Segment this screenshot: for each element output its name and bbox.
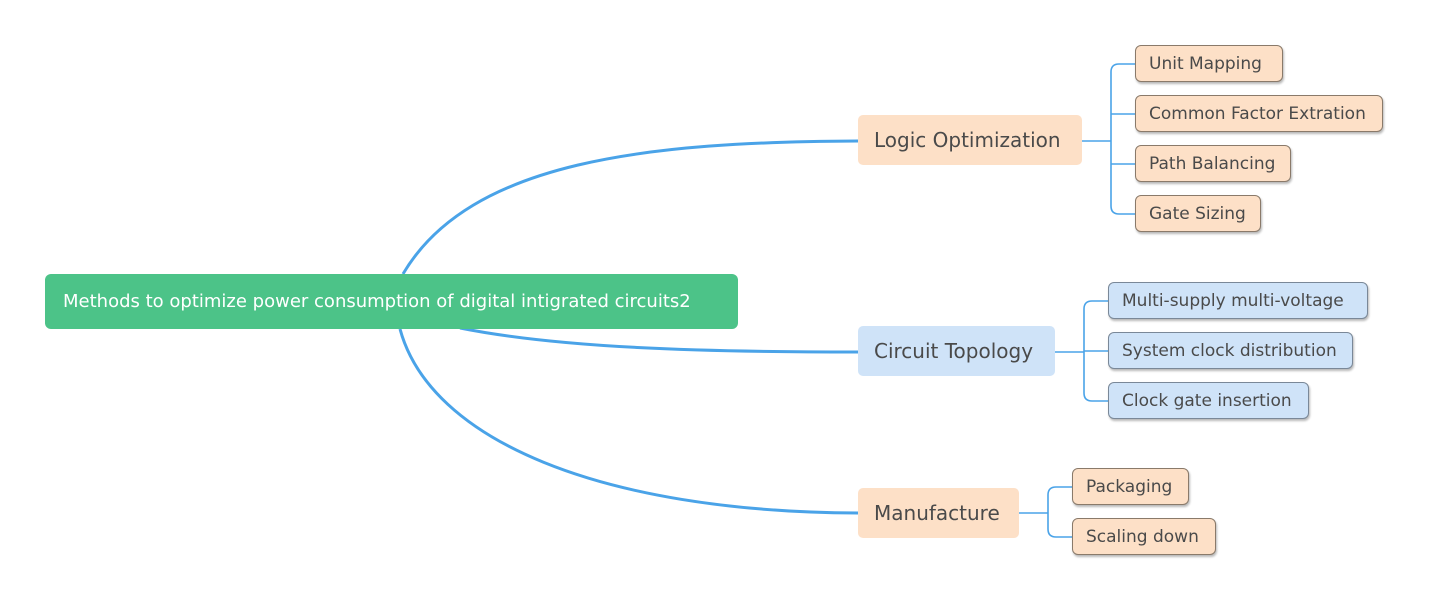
branch-topic-logic-optimization[interactable]: Logic Optimization <box>858 115 1082 165</box>
connector-root-circuit-topology <box>459 326 859 354</box>
subtopic-path-balancing[interactable]: Path Balancing <box>1135 145 1291 182</box>
subtopic-label: System clock distribution <box>1122 340 1337 361</box>
subtopic-multi-supply-multi-voltage[interactable]: Multi-supply multi-voltage <box>1108 282 1368 319</box>
subtopic-label: Gate Sizing <box>1149 203 1246 224</box>
subtopic-common-factor-extration[interactable]: Common Factor Extration <box>1135 95 1383 132</box>
subtopic-packaging[interactable]: Packaging <box>1072 468 1189 505</box>
subtopic-label: Unit Mapping <box>1149 53 1262 74</box>
connector-logic-optimization-children <box>1081 63 1135 215</box>
branch-topic-circuit-topology[interactable]: Circuit Topology <box>858 326 1055 376</box>
connector-manufacture-children <box>1019 486 1072 538</box>
branch-topic-manufacture[interactable]: Manufacture <box>858 488 1019 538</box>
subtopic-label: Clock gate insertion <box>1122 390 1292 411</box>
connector-root-manufacture <box>398 328 859 515</box>
subtopic-label: Common Factor Extration <box>1149 103 1366 124</box>
branch-label: Logic Optimization <box>874 128 1061 152</box>
subtopic-clock-gate-insertion[interactable]: Clock gate insertion <box>1108 382 1309 419</box>
subtopic-label: Scaling down <box>1086 526 1199 547</box>
connector-circuit-topology-children <box>1055 300 1108 402</box>
subtopic-label: Multi-supply multi-voltage <box>1122 290 1344 311</box>
branch-label: Circuit Topology <box>874 339 1034 363</box>
branch-label: Manufacture <box>874 501 1000 525</box>
subtopic-label: Packaging <box>1086 476 1173 497</box>
subtopic-scaling-down[interactable]: Scaling down <box>1072 518 1216 555</box>
root-topic[interactable]: Methods to optimize power consumption of… <box>45 274 738 329</box>
subtopic-system-clock-distribution[interactable]: System clock distribution <box>1108 332 1353 369</box>
subtopic-gate-sizing[interactable]: Gate Sizing <box>1135 195 1261 232</box>
root-topic-label: Methods to optimize power consumption of… <box>63 291 691 312</box>
subtopic-unit-mapping[interactable]: Unit Mapping <box>1135 45 1283 82</box>
subtopic-label: Path Balancing <box>1149 153 1276 174</box>
connector-root-logic-optimization <box>401 139 859 275</box>
